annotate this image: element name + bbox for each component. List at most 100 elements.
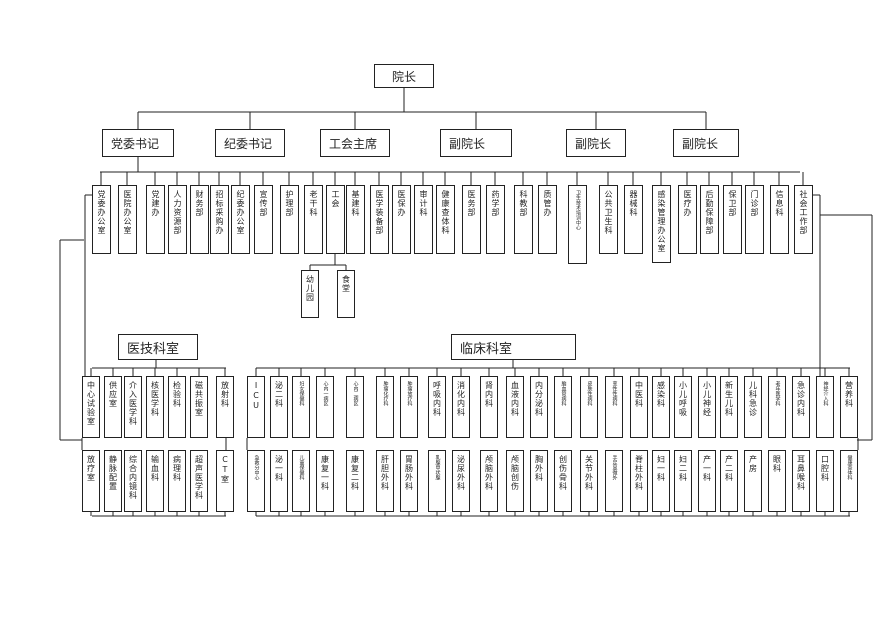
clinical-bottom-15: 脊柱外科	[630, 450, 648, 512]
dept-24: 医疗办	[678, 185, 697, 254]
clinical-top-14: 变性性病科	[605, 376, 623, 438]
section-title-yiji: 医技科室	[118, 334, 198, 360]
clinical-top-12: 脑血管病科	[554, 376, 572, 438]
dept-16: 医务部	[462, 185, 481, 254]
yiji-top-5: 磁共振室	[190, 376, 208, 438]
clinical-bottom-11: 胸外科	[530, 450, 548, 512]
clinical-bottom-6: 胃肠外科	[400, 450, 418, 512]
dept-10: 工会	[326, 185, 345, 254]
clinical-bottom-20: 产房	[744, 450, 762, 512]
yiji-bottom-0: 放疗室	[82, 450, 100, 512]
dept-26: 保卫部	[723, 185, 742, 254]
clinical-bottom-5: 肝胆外科	[376, 450, 394, 512]
dept-28: 信息科	[770, 185, 789, 254]
clinical-bottom-24: 健康查体科	[840, 450, 858, 512]
yiji-top-2: 介入医学科	[124, 376, 142, 438]
clinical-top-15: 中医科	[630, 376, 648, 438]
clinical-top-11: 内分泌科	[530, 376, 548, 438]
clinical-top-3: 心内一病区	[316, 376, 334, 438]
dept-11: 基建科	[346, 185, 365, 254]
clinical-top-8: 消化内科	[452, 376, 470, 438]
clinical-bottom-14: 手足显微外	[605, 450, 623, 512]
clinical-top-10: 血液内科	[506, 376, 524, 438]
clinical-bottom-17: 妇二科	[674, 450, 692, 512]
yiji-bottom-3: 输血科	[146, 450, 164, 512]
dept-18: 科教部	[514, 185, 533, 254]
dept-13: 医保办	[392, 185, 411, 254]
clinical-bottom-22: 耳鼻喉科	[792, 450, 810, 512]
clinical-bottom-12: 创伤骨科	[554, 450, 572, 512]
clinical-bottom-2: 儿童保健科	[292, 450, 310, 512]
yiji-bottom-4: 病理科	[168, 450, 186, 512]
dept-5: 招标采购办	[210, 185, 229, 254]
clinical-top-16: 感染科	[652, 376, 670, 438]
dept-3: 人力资源部	[168, 185, 187, 254]
clinical-top-18: 小儿神经	[698, 376, 716, 438]
clinical-bottom-13: 关节外科	[580, 450, 598, 512]
dept-29: 社会工作部	[794, 185, 813, 254]
clinical-bottom-0: 急救分中心	[247, 450, 265, 512]
dept-23: 感染管理办公室	[652, 185, 671, 263]
yiji-top-0: 中心试验室	[82, 376, 100, 438]
dept-21: 公共卫生科	[599, 185, 618, 254]
yiji-top-6: 放射科	[216, 376, 234, 438]
clinical-top-21: 老年医学科	[768, 376, 786, 438]
yiji-top-3: 核医学科	[146, 376, 164, 438]
dept-15: 健康查体科	[436, 185, 455, 254]
clinical-top-9: 肾内科	[480, 376, 498, 438]
clinical-top-0: ICU	[247, 376, 265, 438]
sub-canteen: 食堂	[337, 270, 355, 318]
leader-union-chair: 工会主席	[320, 129, 390, 157]
dept-0: 党委办公室	[92, 185, 111, 254]
root-node-president: 院长	[374, 64, 434, 88]
dept-1: 医院办公室	[118, 185, 137, 254]
clinical-top-19: 新生儿科	[720, 376, 738, 438]
clinical-top-22: 急诊内科	[792, 376, 810, 438]
clinical-bottom-8: 泌尿外科	[452, 450, 470, 512]
clinical-bottom-18: 产一科	[698, 450, 716, 512]
clinical-bottom-9: 颅脑外科	[480, 450, 498, 512]
yiji-top-1: 供应室	[104, 376, 122, 438]
clinical-top-23: 神经介入科	[816, 376, 834, 438]
dept-20: 卫生技术培训中心	[568, 185, 587, 264]
clinical-top-13: 皮肤性病科	[580, 376, 598, 438]
clinical-bottom-7: 乳腺甲状腺	[428, 450, 446, 512]
clinical-bottom-16: 妇一科	[652, 450, 670, 512]
clinical-top-4: 心内二病区	[346, 376, 364, 438]
yiji-top-4: 检验科	[168, 376, 186, 438]
yiji-bottom-6: CT室	[216, 450, 234, 512]
clinical-bottom-23: 口腔科	[816, 450, 834, 512]
yiji-bottom-1: 静脉配置	[104, 450, 122, 512]
dept-8: 护理部	[280, 185, 299, 254]
dept-27: 门诊部	[745, 185, 764, 254]
clinical-bottom-4: 康复二科	[346, 450, 364, 512]
dept-19: 质管办	[538, 185, 557, 254]
clinical-bottom-3: 康复一科	[316, 450, 334, 512]
clinical-bottom-1: 泌一科	[270, 450, 288, 512]
clinical-top-7: 呼吸内科	[428, 376, 446, 438]
clinical-top-17: 小儿呼吸	[674, 376, 692, 438]
leader-party-secretary: 党委书记	[102, 129, 174, 157]
dept-12: 医学装备部	[370, 185, 389, 254]
dept-9: 老干科	[304, 185, 323, 254]
dept-14: 审计科	[414, 185, 433, 254]
dept-6: 纪委办公室	[231, 185, 250, 254]
clinical-bottom-21: 眼科	[768, 450, 786, 512]
clinical-bottom-19: 产二科	[720, 450, 738, 512]
leader-vice-president-3: 副院长	[673, 129, 739, 157]
clinical-top-2: 妇女保健科	[292, 376, 310, 438]
clinical-top-24: 营养科	[840, 376, 858, 438]
section-title-linchuang: 临床科室	[451, 334, 576, 360]
dept-17: 药学部	[486, 185, 505, 254]
dept-7: 宣传部	[254, 185, 273, 254]
sub-kindergarten: 幼儿园	[301, 270, 319, 318]
dept-22: 器械科	[624, 185, 643, 254]
dept-2: 党建办	[146, 185, 165, 254]
clinical-top-5: 肿瘤化疗科	[376, 376, 394, 438]
clinical-top-1: 泌二科	[270, 376, 288, 438]
clinical-bottom-10: 颅脑创伤	[506, 450, 524, 512]
yiji-bottom-5: 超声医学科	[190, 450, 208, 512]
leader-vice-president-2: 副院长	[566, 129, 626, 157]
